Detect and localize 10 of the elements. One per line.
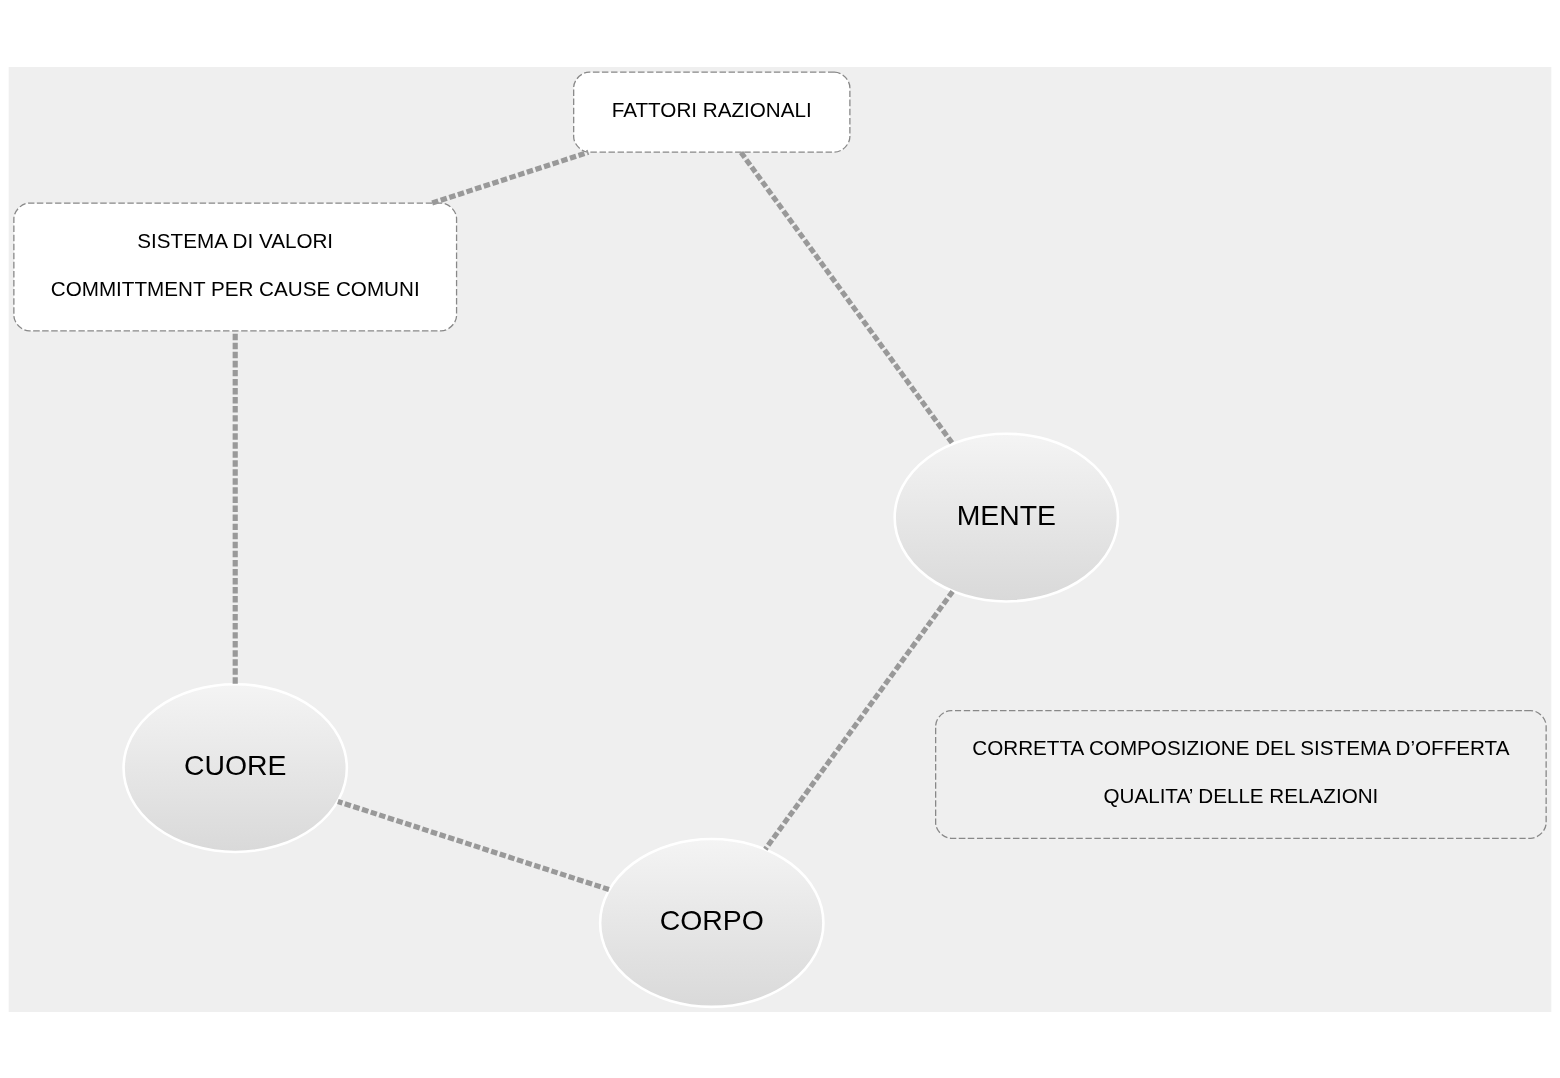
node-ellipse: MENTE [893, 431, 1120, 603]
node-ellipse: CUORE [122, 682, 349, 853]
node-ellipse: CORPO [598, 837, 825, 1008]
connector [337, 798, 610, 892]
connector [431, 149, 590, 205]
connector [763, 589, 955, 851]
node-box: CORRETTA COMPOSIZIONE DEL SISTEMA D’OFFERTA QUALITA’ DELLE RELAZIONI [935, 709, 1547, 839]
connector [739, 150, 955, 445]
node-box: FATTORI RAZIONALI [573, 71, 851, 153]
node-box: SISTEMA DI VALORI COMMITTMENT PER CAUSE COMUNI [13, 202, 458, 332]
